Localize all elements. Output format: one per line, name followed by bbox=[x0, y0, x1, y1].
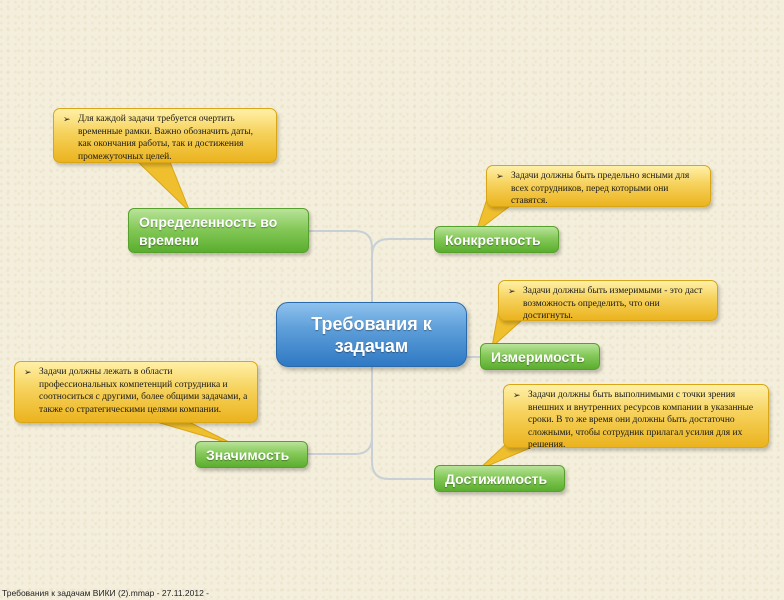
topic-label: Достижимость bbox=[445, 470, 548, 487]
topic-konkretnost[interactable]: Конкретность bbox=[434, 226, 559, 253]
arrow-bullet-icon: ➢ bbox=[513, 390, 521, 400]
callout-pointer-opredelennost bbox=[136, 161, 191, 213]
callout-text: Задачи должны быть предельно ясными для … bbox=[511, 171, 690, 206]
callout-konkretnost[interactable]: ➢ Задачи должны быть предельно ясными дл… bbox=[486, 165, 711, 207]
callout-text: Для каждой задачи требуется очертить вре… bbox=[78, 114, 254, 162]
callout-znachimost[interactable]: ➢ Задачи должны лежать в области професс… bbox=[14, 361, 258, 423]
topic-izmerimost[interactable]: Измеримость bbox=[480, 343, 600, 370]
callout-text: Задачи должны лежать в области профессио… bbox=[39, 367, 248, 415]
arrow-bullet-icon: ➢ bbox=[508, 286, 516, 296]
callout-text: Задачи должны быть выполнимыми с точки з… bbox=[528, 390, 754, 450]
topic-label: Значимость bbox=[206, 446, 290, 463]
topic-dostizhimost[interactable]: Достижимость bbox=[434, 465, 565, 492]
connector-konkretnost bbox=[371, 238, 434, 302]
footer-file-info: Требования к задачам ВИКИ (2).mmap - 27.… bbox=[2, 588, 210, 598]
arrow-bullet-icon: ➢ bbox=[496, 171, 504, 181]
topic-label: Измеримость bbox=[491, 348, 585, 365]
arrow-bullet-icon: ➢ bbox=[24, 367, 32, 377]
topic-znachimost[interactable]: Значимость bbox=[195, 441, 308, 468]
topic-label: Определенность во времени bbox=[139, 213, 278, 248]
callout-opredelennost[interactable]: ➢ Для каждой задачи требуется очертить в… bbox=[53, 108, 277, 163]
arrow-bullet-icon: ➢ bbox=[63, 114, 71, 124]
connector-dostizhimost bbox=[371, 367, 434, 480]
central-topic[interactable]: Требования к задачам bbox=[276, 302, 467, 367]
connector-znachimost bbox=[308, 367, 373, 455]
callout-text: Задачи должны быть измеримыми - это даст… bbox=[523, 286, 703, 321]
topic-opredelennost-vo-vremeni[interactable]: Определенность во времени bbox=[128, 208, 309, 253]
callout-dostizhimost[interactable]: ➢ Задачи должны быть выполнимыми с точки… bbox=[503, 384, 769, 450]
connector-opredelennost bbox=[308, 230, 373, 302]
topic-label: Конкретность bbox=[445, 231, 541, 248]
callout-izmerimost[interactable]: ➢ Задачи должны быть измеримыми - это да… bbox=[498, 280, 718, 321]
